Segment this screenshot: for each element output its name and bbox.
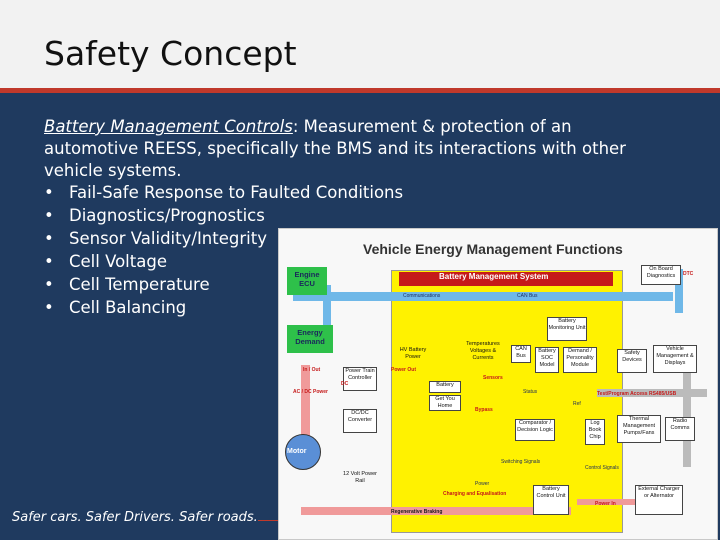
bullet-item: • Sensor Validity/Integrity xyxy=(44,228,644,251)
bullet-text: Diagnostics/Prognostics xyxy=(69,206,265,225)
bus-vertical-left xyxy=(323,285,331,341)
external-charger-box: External Charger or Alternator xyxy=(635,485,683,515)
test-access-bar xyxy=(597,389,707,397)
bullet-item: • Fail-Safe Response to Faulted Condition… xyxy=(44,182,644,205)
status-label: Status xyxy=(523,389,538,395)
bullet-text: Cell Temperature xyxy=(69,275,210,294)
battery-box: Battery xyxy=(429,381,461,393)
twelve-volt-rail-label: 12 Volt Power Rail xyxy=(343,471,377,484)
battery-monitoring-unit-box: Battery Monitoring Unit xyxy=(547,317,587,341)
slide-title: Safety Concept xyxy=(44,34,297,73)
bus-vertical-right xyxy=(675,269,683,313)
bullet-icon: • xyxy=(44,229,54,248)
power-flow-left xyxy=(301,365,310,449)
bullet-text: Sensor Validity/Integrity xyxy=(69,229,267,248)
bullet-icon: • xyxy=(44,183,54,202)
radio-comms-box: Radio Comms xyxy=(665,417,695,441)
bullet-icon: • xyxy=(44,298,54,317)
bullet-block: Battery Management Controls: Measurement… xyxy=(44,116,644,320)
energy-management-diagram: Vehicle Energy Management Functions Batt… xyxy=(278,228,718,540)
diagram-title: Vehicle Energy Management Functions xyxy=(363,241,623,257)
engine-ecu-box: Engine ECU xyxy=(287,267,327,295)
intro-emphasis: Battery Management Controls xyxy=(44,117,293,136)
charging-equalisation-label: Charging and Equalisation xyxy=(443,491,507,497)
dc-label: DC xyxy=(341,381,349,387)
get-you-home-box: Get You Home xyxy=(429,395,461,411)
title-accent-line xyxy=(0,88,720,93)
bullet-text: Cell Voltage xyxy=(69,252,167,271)
motor-label: Motor xyxy=(287,448,307,455)
battery-control-unit-box: Battery Control Unit xyxy=(533,485,569,515)
bullet-icon: • xyxy=(44,252,54,271)
in-out-label: In / Out xyxy=(303,367,321,373)
thermal-management-box: Thermal Management Pumps/Fans xyxy=(617,415,661,443)
log-book-chip-box: Log Book Chip xyxy=(585,419,605,445)
regenerative-braking-label: Regenerative Braking xyxy=(391,509,443,515)
motor-icon xyxy=(285,434,321,470)
bullet-item: • Diagnostics/Prognostics xyxy=(44,205,644,228)
vehicle-management-box: Vehicle Management & Displays xyxy=(653,345,697,373)
safety-devices-box: Safety Devices xyxy=(617,349,647,373)
energy-demand-box: Energy Demand xyxy=(287,325,333,353)
comparator-box: Comparator / Decision Logic xyxy=(515,419,555,441)
bullet-icon: • xyxy=(44,206,54,225)
on-board-diagnostics-box: On Board Diagnostics xyxy=(641,265,681,285)
ref-label: Ref xyxy=(573,401,581,407)
test-program-access-label: Test/Program Access RS485/USB xyxy=(597,391,677,397)
power-train-controller-box: Power Train Controller xyxy=(343,367,377,391)
hv-battery-power-label: HV Battery Power xyxy=(399,347,427,360)
dcdc-converter-box: DC/DC Converter xyxy=(343,409,377,433)
can-bus-label: CAN Bus xyxy=(517,293,538,299)
temperatures-label: Temperatures Voltages & Currents xyxy=(466,341,500,361)
communications-bus-bar xyxy=(293,292,673,301)
control-signals-label: Control Signals xyxy=(585,465,619,471)
bullet-item: • Cell Voltage xyxy=(44,251,644,274)
battery-soc-model-box: Battery SOC Model xyxy=(535,347,559,373)
ac-dc-power-label: AC / DC Power xyxy=(293,389,329,395)
power-in-label: Power In xyxy=(595,501,616,507)
bullet-item: • Cell Temperature xyxy=(44,274,644,297)
can-bus-box: CAN Bus xyxy=(511,345,531,363)
intro-paragraph: Battery Management Controls: Measurement… xyxy=(44,116,644,182)
communications-label: Communications xyxy=(403,293,441,299)
bypass-label: Bypass xyxy=(475,407,493,413)
power-label: Power xyxy=(475,481,490,487)
title-bar: Safety Concept xyxy=(0,0,720,88)
power-in-bar xyxy=(577,499,637,505)
demand-personality-box: Demand / Personality Module xyxy=(563,347,597,373)
bms-region xyxy=(391,270,623,533)
bullet-text: Fail-Safe Response to Faulted Conditions xyxy=(69,183,404,202)
bullet-text: Cell Balancing xyxy=(69,298,187,317)
regen-braking-bar xyxy=(301,507,571,515)
bullet-icon: • xyxy=(44,275,54,294)
bms-title-banner xyxy=(399,272,613,286)
bms-title: Battery Management System xyxy=(439,272,549,281)
footer-accent-line xyxy=(258,520,278,521)
dtc-label: DTC xyxy=(683,271,694,277)
intro-text: : Measurement & protection of an automot… xyxy=(44,117,626,180)
bullet-item: • Cell Balancing xyxy=(44,297,644,320)
sensors-label: Sensors xyxy=(483,375,503,381)
bullet-list: • Fail-Safe Response to Faulted Condition… xyxy=(44,182,644,320)
footer-tagline: Safer cars. Safer Drivers. Safer roads. xyxy=(12,510,258,525)
power-out-label: Power Out xyxy=(391,367,417,373)
switching-signals-label: Switching Signals xyxy=(501,459,541,465)
